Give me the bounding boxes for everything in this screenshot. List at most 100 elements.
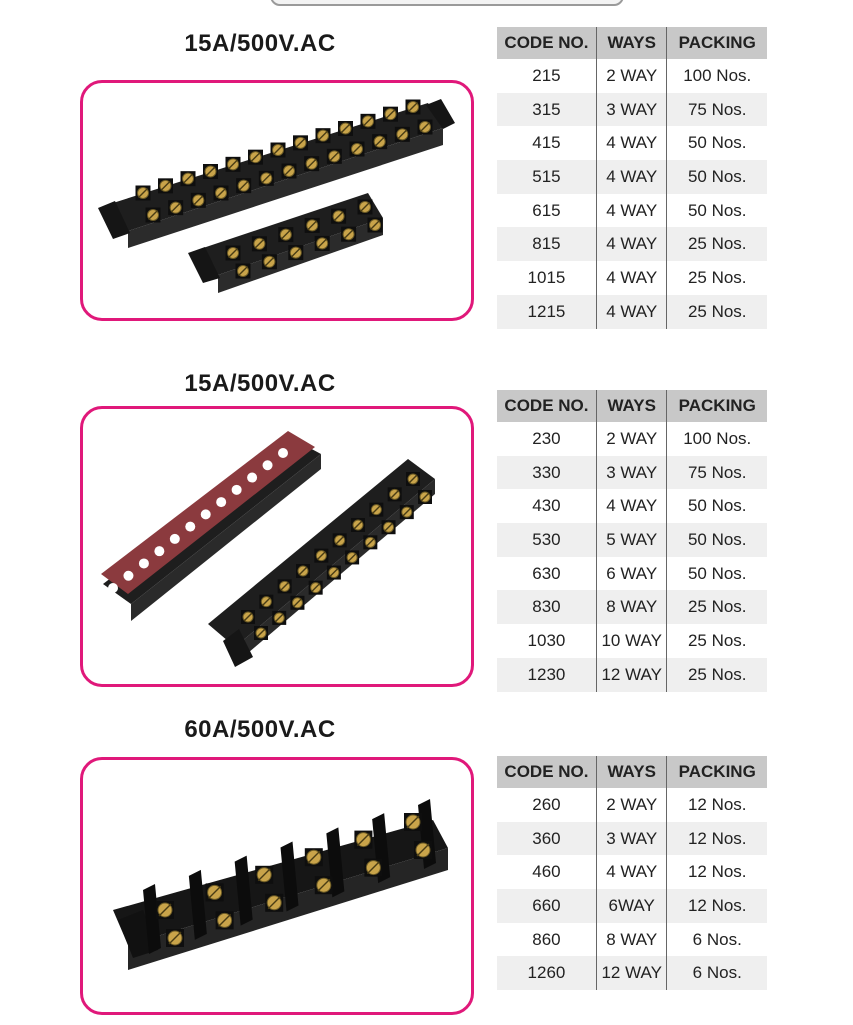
header-ways: WAYS [595, 390, 668, 422]
packing-cell: 25 Nos. [666, 657, 767, 692]
terminal-strip-60a-product-photo [113, 799, 448, 970]
cover-notch [138, 558, 149, 569]
code-cell: 830 [497, 590, 597, 625]
cover-notch [262, 460, 273, 471]
cover-notch [108, 583, 118, 593]
header-packing: PACKING [666, 390, 767, 422]
code-cell: 530 [497, 523, 597, 557]
code-cell: 260 [532, 794, 561, 814]
ways-cell: 6 WAY [595, 556, 668, 591]
code-cell: 1015 [527, 267, 566, 287]
top-tab-decoration [270, 0, 624, 6]
table-header-row: CODE NO. WAYS PACKING [497, 756, 767, 788]
ways-cell: 8 WAY [595, 590, 668, 625]
ways-cell: 4 WAY [595, 126, 668, 161]
code-cell: 1215 [497, 294, 597, 329]
packing-cell: 6 Nos. [692, 929, 742, 949]
code-cell: 615 [532, 200, 561, 220]
header-code-no: CODE NO. [497, 756, 597, 788]
code-cell: 360 [497, 821, 597, 856]
header-ways: WAYS [595, 27, 668, 59]
packing-cell: 25 Nos. [666, 590, 767, 625]
cover-notch [123, 570, 134, 581]
code-cell: 460 [532, 862, 561, 882]
code-cell: 515 [497, 160, 597, 194]
terminal-strip-15a-product-photo [98, 99, 455, 293]
packing-cell: 12 Nos. [687, 794, 747, 814]
section-2-title: 15A/500V.AC [184, 370, 336, 397]
header-packing: PACKING [666, 27, 767, 59]
packing-cell: 50 Nos. [666, 523, 767, 557]
packing-cell: 75 Nos. [666, 92, 767, 127]
section-1-title: 15A/500V.AC [184, 30, 336, 57]
cover-notch [247, 472, 258, 483]
packing-cell: 50 Nos. [687, 563, 747, 583]
section-1-image-frame [80, 80, 474, 321]
terminal-strip-15a-covered-product-photo [101, 431, 435, 667]
ways-cell: 3 WAY [595, 455, 668, 490]
ways-cell: 3 WAY [595, 821, 668, 856]
code-cell: 1260 [497, 956, 597, 991]
ways-cell: 4 WAY [595, 261, 668, 295]
section-2-image-frame [80, 406, 474, 687]
ways-cell: 4 WAY [595, 227, 668, 262]
packing-cell: 75 Nos. [666, 455, 767, 490]
code-cell: 430 [532, 496, 561, 516]
packing-cell: 25 Nos. [666, 294, 767, 329]
ways-cell: 4 WAY [595, 855, 668, 890]
header-ways: WAYS [595, 756, 668, 788]
code-cell: 630 [532, 563, 561, 583]
table-row: 460 4 WAY 12 Nos. [497, 855, 767, 890]
code-cell: 230 [532, 428, 561, 448]
ways-cell: 4 WAY [595, 193, 668, 228]
cover-notch [278, 448, 288, 458]
table-row: 630 6 WAY 50 Nos. [497, 556, 767, 591]
ways-cell: 2 WAY [595, 422, 668, 456]
packing-cell: 12 Nos. [666, 889, 767, 923]
ways-cell: 6WAY [595, 889, 668, 923]
header-code-no: CODE NO. [497, 390, 597, 422]
cover-notch [154, 546, 165, 557]
ways-cell: 10 WAY [595, 624, 668, 658]
code-cell: 330 [497, 455, 597, 490]
code-cell: 215 [532, 65, 561, 85]
barrier-wall [188, 869, 207, 940]
section-3-title: 60A/500V.AC [184, 716, 336, 743]
ways-cell: 4 WAY [595, 294, 668, 329]
ways-cell: 4 WAY [595, 160, 668, 194]
packing-cell: 12 Nos. [666, 821, 767, 856]
code-cell: 315 [497, 92, 597, 127]
code-cell: 1230 [497, 657, 597, 692]
packing-cell: 12 Nos. [687, 862, 747, 882]
ways-cell: 12 WAY [595, 657, 668, 692]
cover-notch [216, 497, 227, 508]
packing-cell: 50 Nos. [666, 160, 767, 194]
packing-cell: 25 Nos. [666, 227, 767, 262]
packing-cell: 50 Nos. [687, 200, 747, 220]
table-header-row: CODE NO. WAYS PACKING [497, 27, 767, 59]
packing-cell: 50 Nos. [687, 133, 747, 153]
header-packing: PACKING [666, 756, 767, 788]
header-code-no: CODE NO. [497, 27, 597, 59]
barrier-wall [280, 841, 299, 912]
cover-notch [169, 533, 180, 544]
ways-cell: 12 WAY [595, 956, 668, 991]
